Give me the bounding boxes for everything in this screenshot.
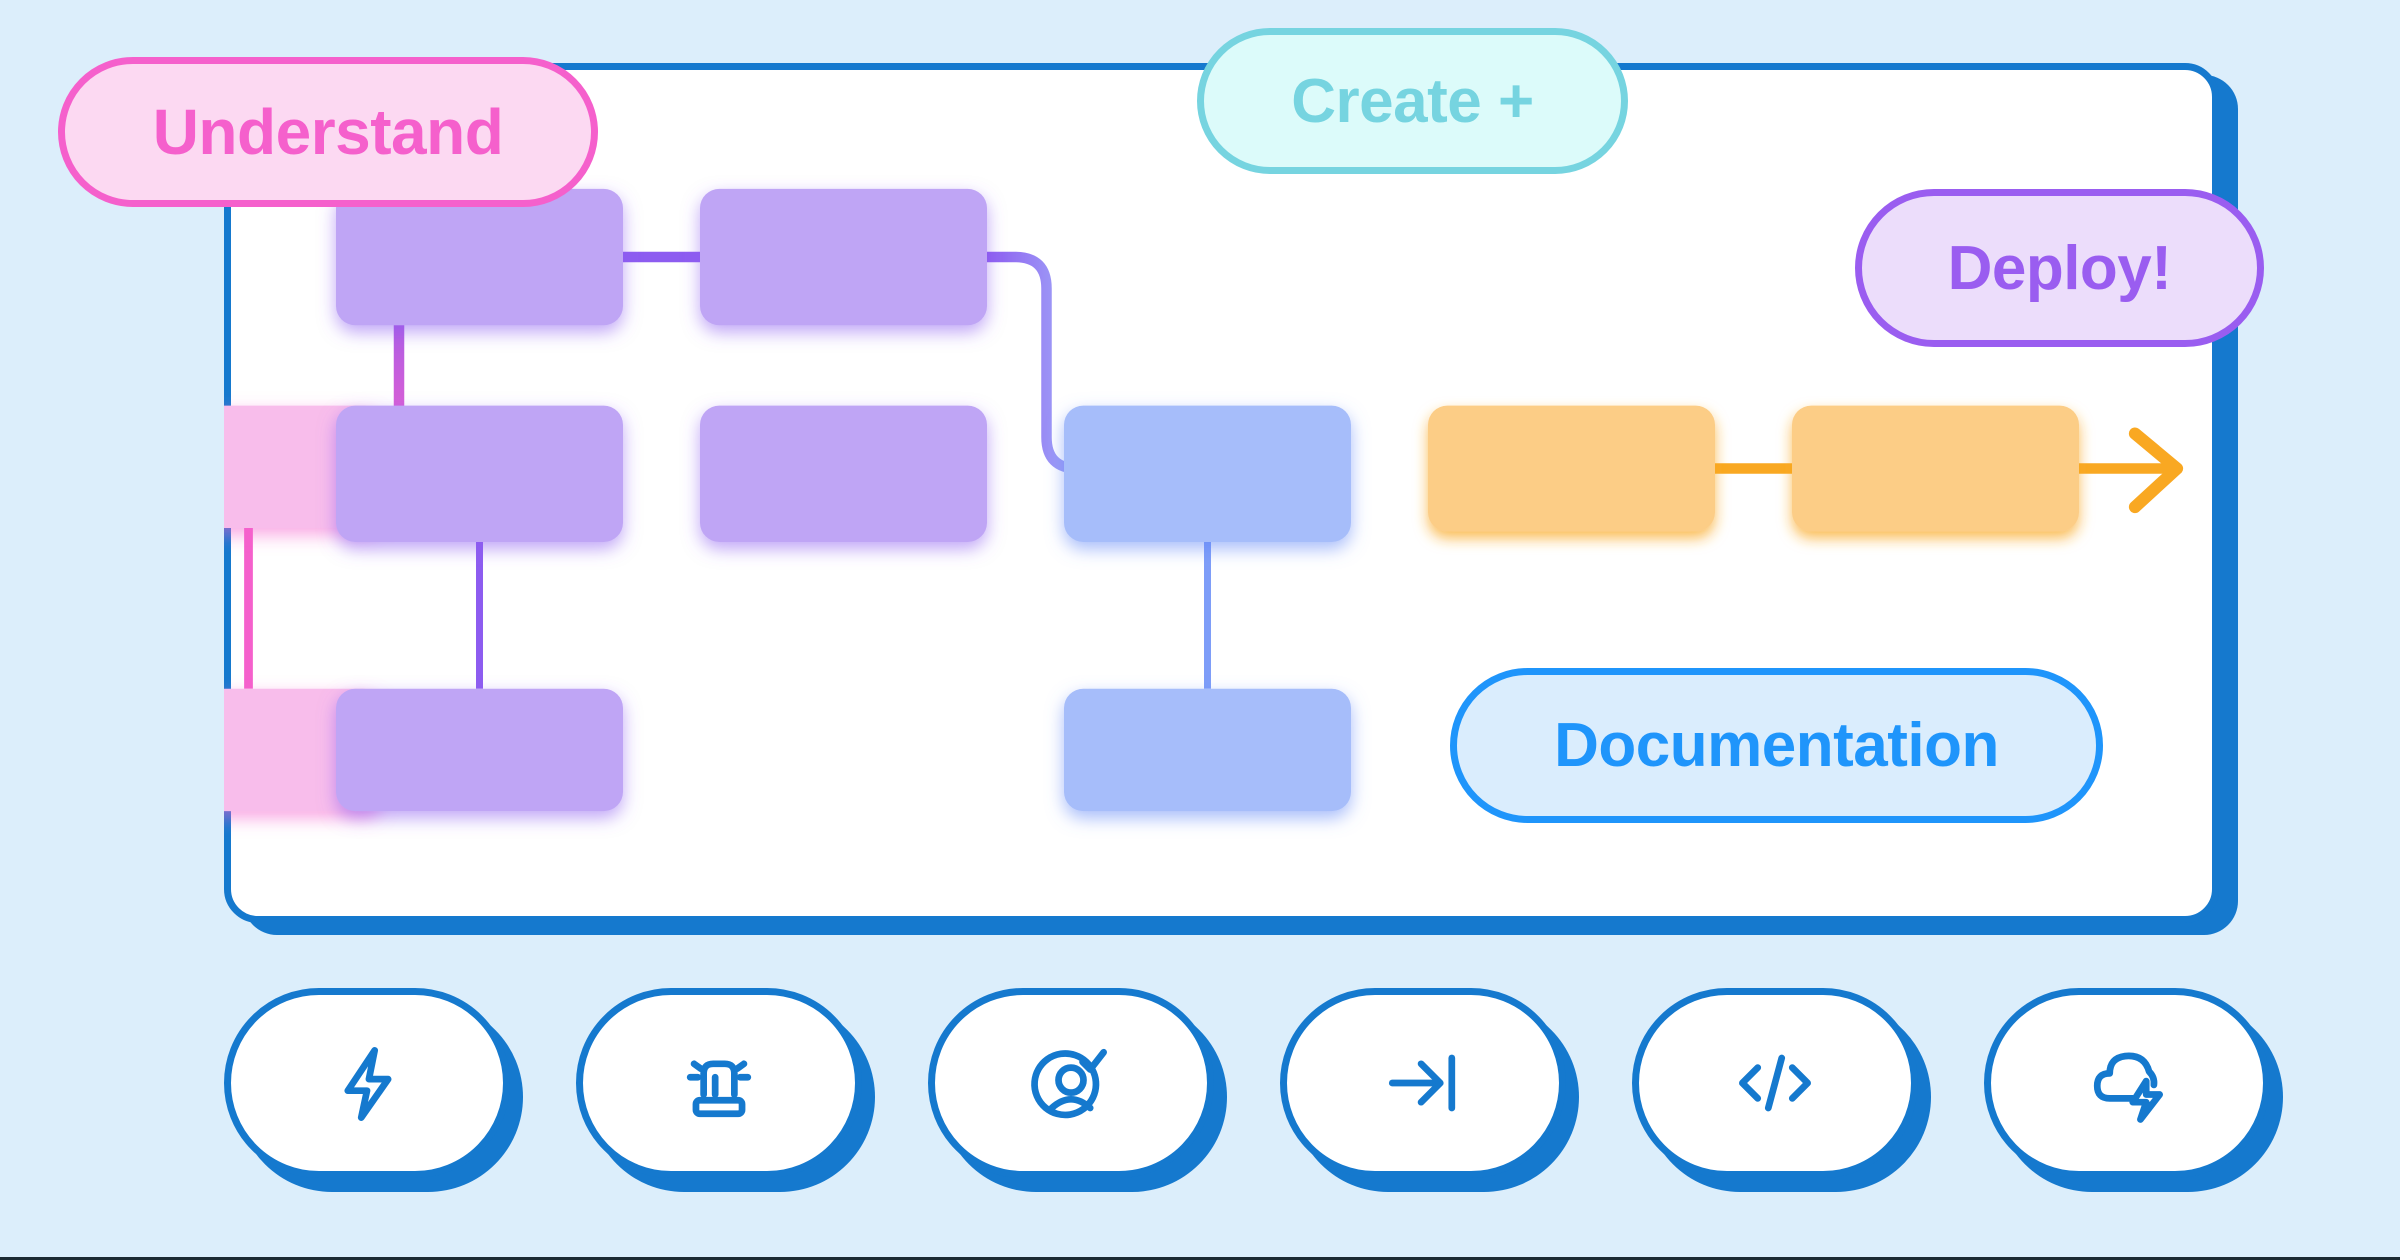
icon-button-cloud-bolt[interactable] (1984, 988, 2270, 1178)
pill-understand-label: Understand (152, 96, 504, 168)
icon-button-verified-user[interactable] (928, 988, 1214, 1178)
icon-button-siren[interactable] (576, 988, 862, 1178)
pill-documentation[interactable]: Documentation (1450, 668, 2103, 823)
icon-button-row (224, 988, 2283, 1218)
siren-alert-icon (686, 1060, 752, 1118)
bottom-divider (0, 1257, 2400, 1260)
pill-understand[interactable]: Understand (58, 57, 598, 207)
pill-documentation-label: Documentation (1554, 711, 1999, 780)
icon-button-cloud-bolt-wrap (1984, 988, 2283, 1193)
icon-button-verified-user-wrap (928, 988, 1227, 1193)
icon-button-lightning[interactable] (224, 988, 510, 1178)
pill-deploy-label: Deploy! (1947, 233, 2172, 303)
user-verified-icon (1031, 1048, 1107, 1119)
icon-button-lightning-wrap (224, 988, 523, 1193)
icon-button-code[interactable] (1632, 988, 1918, 1178)
pill-deploy[interactable]: Deploy! (1855, 189, 2264, 347)
pill-create[interactable]: Create + (1197, 28, 1628, 174)
arrow-to-line-right-icon (1388, 1054, 1456, 1112)
cloud-lightning-icon (2093, 1052, 2163, 1123)
code-brackets-icon (1739, 1054, 1811, 1112)
lightning-bolt-icon (344, 1047, 392, 1121)
pill-create-label: Create + (1291, 66, 1534, 136)
icon-button-code-wrap (1632, 988, 1931, 1193)
icon-button-arrow-to-line[interactable] (1280, 988, 1566, 1178)
icon-button-siren-wrap (576, 988, 875, 1193)
icon-button-arrow-to-line-wrap (1280, 988, 1579, 1193)
